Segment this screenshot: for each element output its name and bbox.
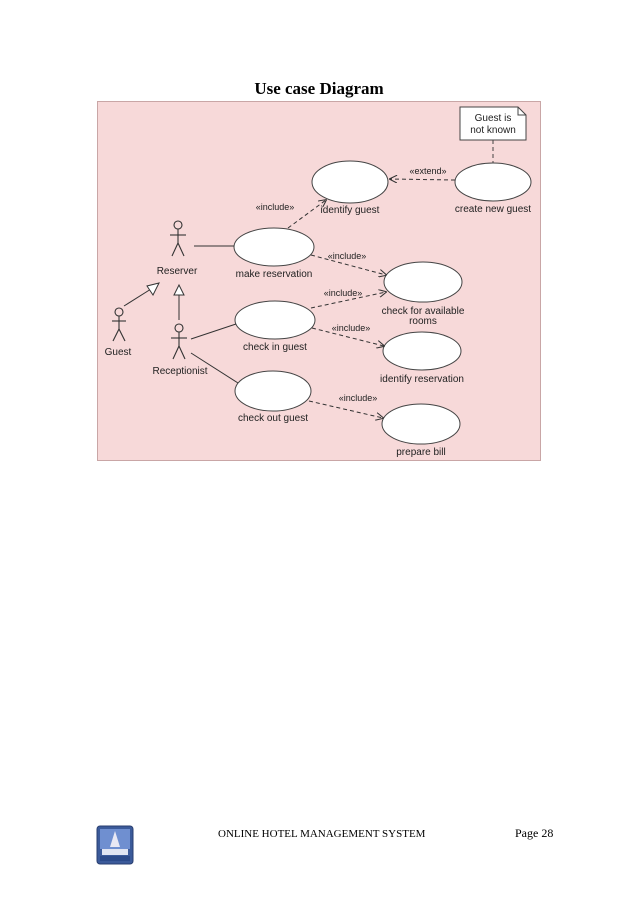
use-case-check-available-rooms (383, 261, 463, 303)
stereotype-include-5: «include» (339, 393, 378, 403)
actor-receptionist (171, 323, 187, 360)
stereotype-include-3: «include» (324, 288, 363, 298)
diagram-canvas: Guest is not known identify guest create… (105, 106, 532, 458)
association-receptionist-check-out (190, 352, 239, 384)
use-case-identify-guest (311, 160, 389, 204)
label-check-available-rooms-2: rooms (409, 316, 437, 327)
use-case-create-new-guest (454, 162, 532, 202)
stereotype-extend: «extend» (409, 166, 446, 176)
label-check-available-rooms-1: check for available (382, 306, 465, 317)
institution-logo (96, 825, 134, 865)
footer-page-number: Page 28 (515, 826, 554, 840)
include-arrow-identify-guest (287, 200, 326, 229)
generalization-receptionist-reserver (173, 283, 185, 320)
use-case-prepare-bill (381, 403, 461, 445)
include-arrow-check-in-rooms (310, 292, 386, 309)
association-receptionist-check-in (190, 323, 237, 340)
footer-document-title: ONLINE HOTEL MANAGEMENT SYSTEM (218, 828, 426, 840)
include-arrow-check-in-reservation (311, 327, 384, 346)
include-arrow-check-out (308, 400, 383, 418)
use-case-check-in-guest (234, 300, 316, 340)
stereotype-include-1: «include» (256, 202, 295, 212)
actor-reserver (170, 220, 186, 257)
note-guest-not-known: Guest is not known (459, 106, 527, 141)
use-case-diagram: Guest is not known identify guest create… (97, 101, 541, 461)
extend-arrow (390, 179, 456, 180)
stereotype-include-2: «include» (328, 251, 367, 261)
label-identify-guest: identify guest (321, 205, 380, 216)
actor-guest (112, 307, 126, 342)
label-prepare-bill: prepare bill (396, 447, 445, 458)
include-arrow-make-reservation (310, 254, 386, 275)
stereotype-include-4: «include» (332, 323, 371, 333)
label-make-reservation: make reservation (236, 269, 313, 280)
label-check-in-guest: check in guest (243, 342, 307, 353)
label-check-out-guest: check out guest (238, 413, 308, 424)
note-line-2: not known (470, 125, 516, 136)
generalization-guest-reserver (123, 282, 160, 307)
actor-label-receptionist: Receptionist (152, 366, 207, 377)
label-create-new-guest: create new guest (455, 204, 531, 215)
use-case-check-out-guest (234, 370, 312, 412)
note-line-1: Guest is (475, 113, 512, 124)
actor-label-reserver: Reserver (157, 266, 198, 277)
label-identify-reservation: identify reservation (380, 374, 464, 385)
actor-label-guest: Guest (105, 347, 132, 358)
use-case-identify-reservation (382, 331, 462, 371)
use-case-make-reservation (233, 227, 315, 267)
page-title: Use case Diagram (254, 79, 384, 98)
